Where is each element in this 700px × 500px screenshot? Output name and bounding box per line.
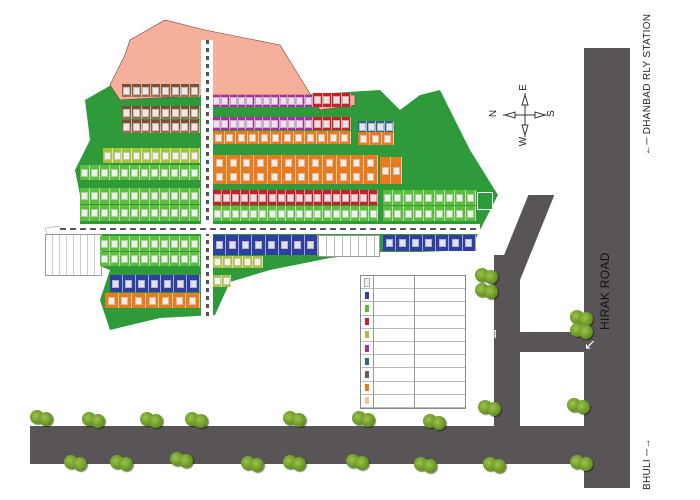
plot-row-orange-2 — [213, 155, 378, 170]
plot-row-brown-1 — [122, 84, 200, 97]
tree-icon — [478, 400, 501, 416]
turn-arrow-icon: ↙ — [584, 336, 596, 352]
plot-row-green-1 — [80, 165, 200, 180]
tree-icon — [570, 323, 593, 339]
tree-icon — [185, 412, 208, 428]
tree-icon — [30, 410, 53, 426]
legend-size-column — [374, 276, 415, 409]
plot-row-green-6 — [383, 206, 476, 221]
tree-icon — [283, 455, 306, 471]
plot-row-brown-2 — [122, 106, 200, 119]
plot-row-brown-3 — [122, 120, 200, 133]
compass-west: W — [518, 136, 530, 147]
tree-icon — [475, 268, 498, 284]
tree-icon — [570, 310, 593, 326]
compass-rose — [503, 93, 547, 137]
legend-swatch-column — [361, 276, 374, 409]
tree-icon — [140, 412, 163, 428]
gate-house — [477, 192, 493, 210]
plot-row-green-8 — [100, 252, 200, 266]
plot-row-blue-1 — [213, 235, 318, 255]
tree-icon — [283, 411, 306, 427]
legend-table — [360, 275, 466, 409]
plot-row-orange-5 — [105, 293, 201, 308]
amenity-block — [318, 235, 380, 257]
tree-icon — [570, 455, 593, 471]
compass-north: N — [488, 109, 500, 118]
central-avenue-marking — [206, 40, 209, 320]
plot-row-green-5 — [383, 190, 476, 205]
tree-icon — [170, 452, 193, 468]
tree-icon — [110, 455, 133, 471]
plot-row-orange-3 — [213, 170, 378, 184]
tree-icon — [241, 456, 264, 472]
plot-row-red-1 — [313, 93, 351, 107]
plot-row-green-4 — [213, 206, 379, 221]
plot-row-blue-2 — [383, 235, 476, 251]
plot-row-steelblue — [358, 121, 394, 132]
tree-icon — [64, 455, 87, 471]
compass-east: E — [517, 84, 529, 91]
plot-row-olive — [103, 148, 201, 163]
tree-icon — [423, 414, 446, 430]
tree-icon — [82, 412, 105, 428]
tree-icon — [414, 457, 437, 473]
plot-row-red-3 — [213, 190, 379, 205]
plot-row-green-2 — [80, 188, 200, 204]
tree-icon — [352, 411, 375, 427]
plot-row-red-2 — [313, 117, 351, 130]
turn-arrow-icon: ↶ — [498, 228, 510, 244]
plot-row-olive-small — [213, 256, 263, 268]
tree-icon — [567, 398, 590, 414]
entry-plaza — [45, 234, 102, 276]
plot-row-green-3 — [80, 205, 200, 221]
branch-road-horizontal — [494, 332, 590, 352]
tree-icon — [346, 454, 369, 470]
tree-icon — [483, 457, 506, 473]
plot-row-purple-2 — [213, 117, 313, 130]
turn-arrow-icon: ↰ — [487, 325, 499, 341]
plot-row-orange-small — [358, 132, 394, 145]
plot-row-olive-tiny — [213, 275, 231, 287]
plot-row-orange-1 — [213, 131, 351, 144]
hirak-road — [584, 48, 630, 488]
plot-row-purple-1 — [213, 95, 313, 107]
tree-icon — [475, 283, 498, 299]
legend-type-column — [415, 276, 465, 409]
plot-row-blue-3 — [110, 275, 201, 292]
plot-row-orange-4 — [380, 157, 402, 184]
plot-row-green-7 — [100, 236, 200, 251]
compass-south: S — [545, 110, 557, 117]
main-avenue-marking — [60, 228, 480, 230]
